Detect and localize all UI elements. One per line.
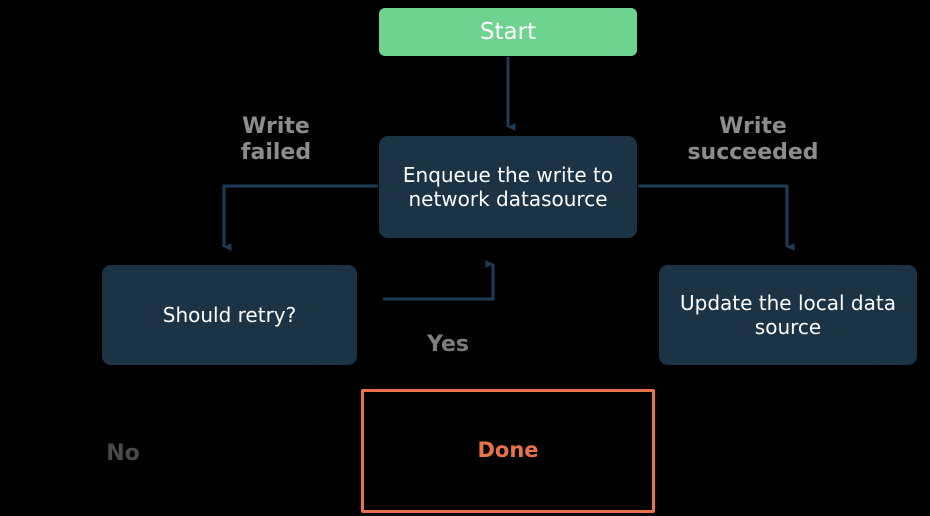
node-enqueue-write[interactable]: Enqueue the write to network datasource <box>379 136 637 238</box>
node-update-label: Update the local data source <box>680 290 896 339</box>
edge-label-write-succeeded: Write succeeded <box>687 114 819 166</box>
node-done-label: Done <box>477 438 539 463</box>
edge-label-write-failed: Write failed <box>240 114 312 166</box>
edge-enqueue-to-update <box>638 184 795 251</box>
node-start[interactable]: Start <box>379 8 637 56</box>
edge-label-no: No <box>106 441 140 466</box>
node-start-label: Start <box>479 18 537 45</box>
node-done-highlight[interactable]: Done <box>361 389 655 513</box>
node-enqueue-label: Enqueue the write to network datasource <box>402 162 614 211</box>
edge-label-yes: Yes <box>427 332 469 357</box>
node-should-retry-label: Should retry? <box>162 302 297 327</box>
node-should-retry[interactable]: Should retry? <box>102 265 357 365</box>
edge-enqueue-to-retry <box>222 184 378 251</box>
node-update-local-data-source[interactable]: Update the local data source <box>659 265 917 365</box>
edge-retry-to-enqueue <box>383 260 495 301</box>
